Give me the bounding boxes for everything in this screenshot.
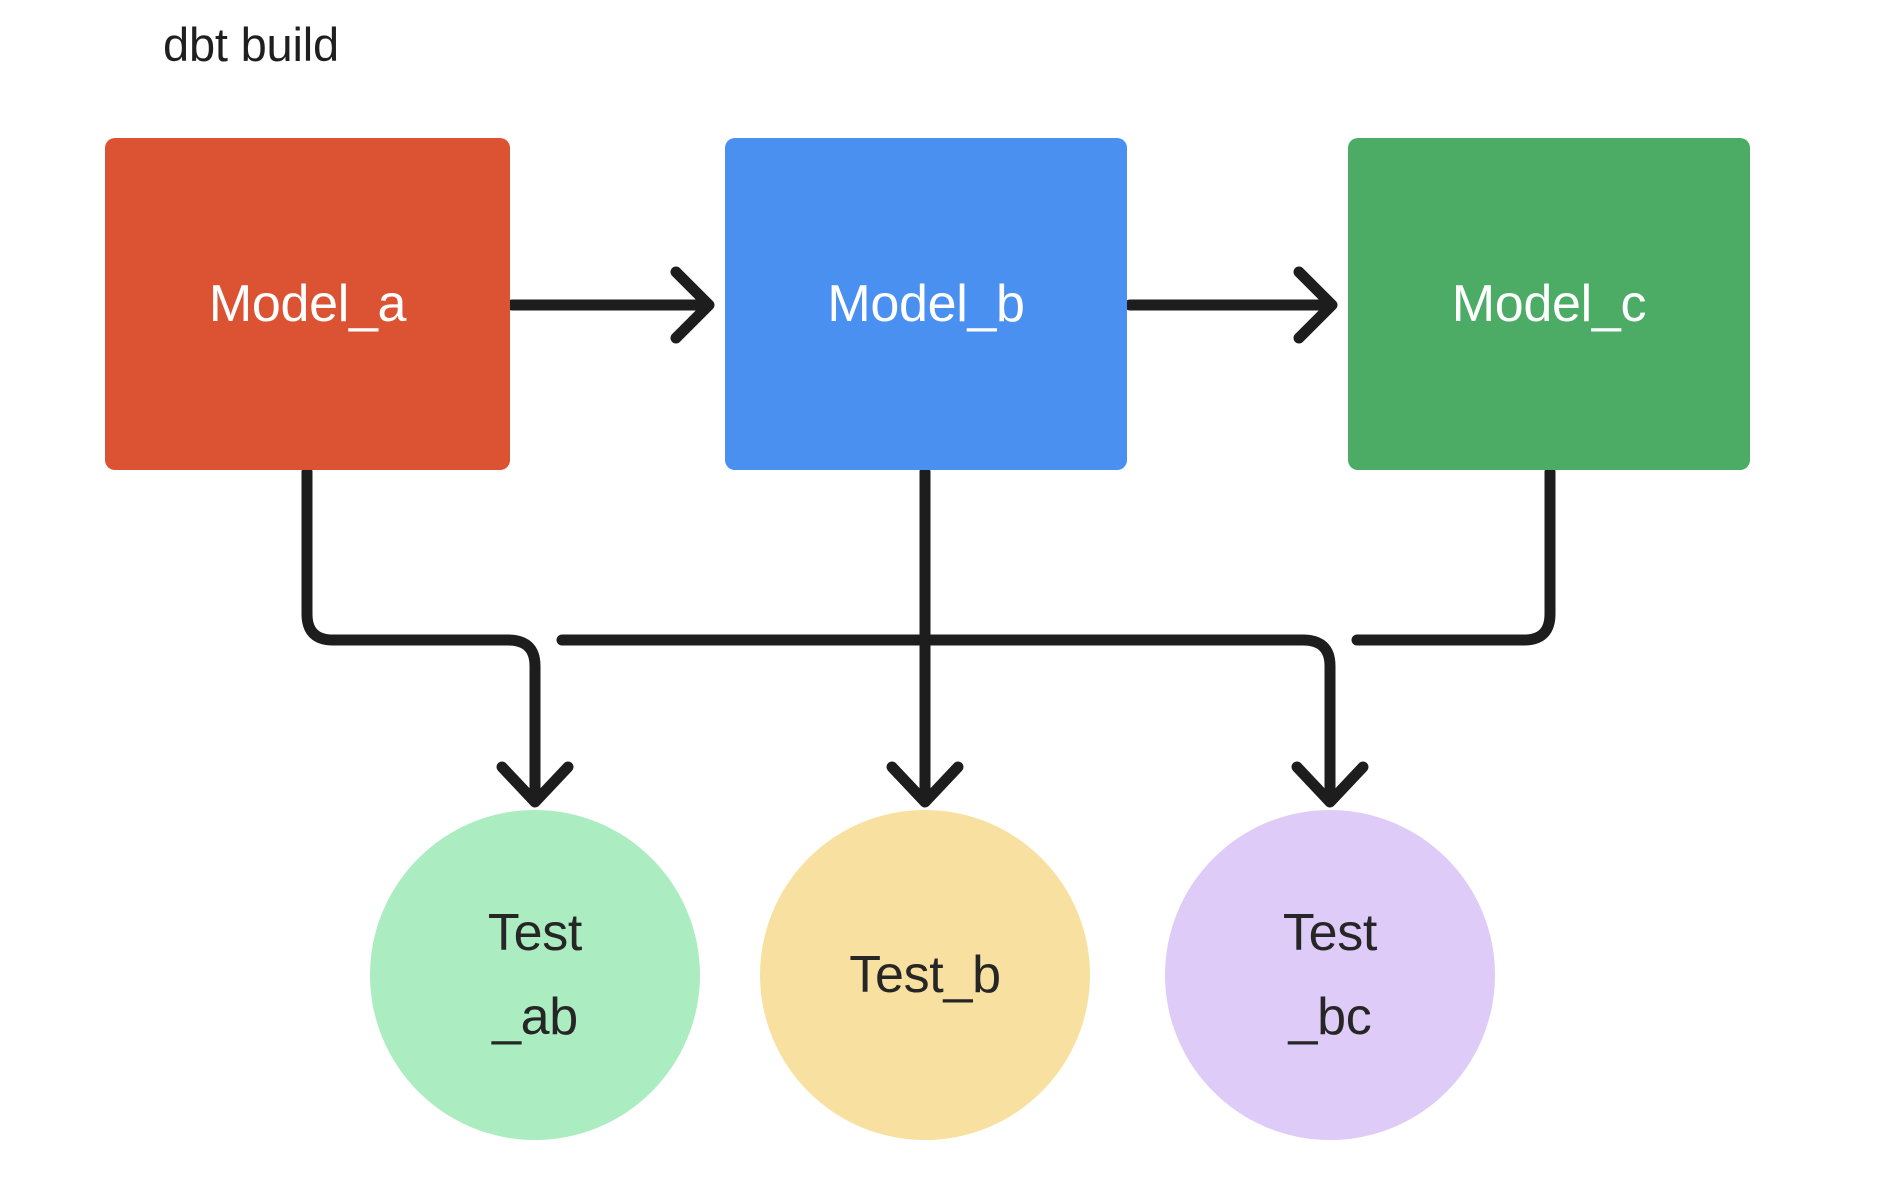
edge-bus-to-test-ab-arrowhead bbox=[496, 761, 574, 808]
node-test-ab[interactable] bbox=[370, 810, 700, 1140]
edge-model-c-to-bus bbox=[1351, 466, 1556, 646]
edge-model-b-to-model-c-arrowhead bbox=[1293, 266, 1338, 344]
node-test-bc[interactable] bbox=[1165, 810, 1495, 1140]
edge-bus-to-test-bc-arrowhead bbox=[1291, 761, 1369, 808]
edge-model-a-to-bus bbox=[301, 466, 514, 646]
edge-model-a-to-model-b-arrowhead bbox=[670, 266, 715, 344]
node-model-a[interactable] bbox=[105, 138, 510, 470]
node-group bbox=[105, 138, 1750, 1140]
edge-bus-to-test-bc bbox=[1297, 634, 1336, 806]
node-model-b[interactable] bbox=[725, 138, 1127, 470]
edge-group bbox=[301, 266, 1556, 808]
page-title: dbt build bbox=[163, 18, 339, 71]
edge-model-b-to-test-b-arrowhead bbox=[886, 761, 964, 808]
node-model-c[interactable] bbox=[1348, 138, 1750, 470]
edge-bus-to-test-ab bbox=[502, 634, 541, 806]
node-test-b[interactable] bbox=[760, 810, 1090, 1140]
